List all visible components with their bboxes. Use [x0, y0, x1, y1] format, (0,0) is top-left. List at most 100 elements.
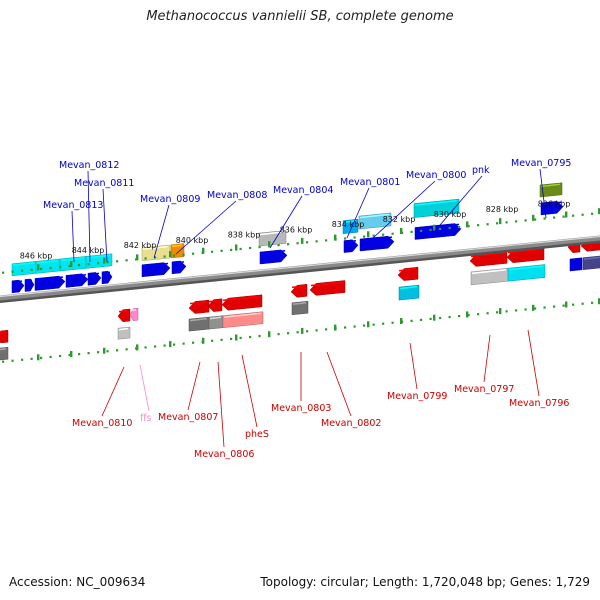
accession-text: Accession: NC_009634	[9, 575, 146, 589]
gene-feature	[101, 270, 113, 285]
gene-feature	[87, 272, 102, 286]
ruler-dot	[572, 214, 575, 217]
ruler-dot	[125, 259, 128, 262]
ruler-dot	[296, 331, 299, 334]
ruler-major-tick	[532, 214, 535, 221]
feature-shine	[118, 327, 129, 331]
forward-leader-line	[71, 210, 75, 263]
forward-gene-label: Mevan_0813	[43, 200, 103, 211]
kbp-label: 826 kbp	[538, 200, 571, 209]
ruler-dot	[21, 358, 24, 361]
ruler-major-tick	[169, 341, 172, 348]
topology-text: Topology: circular; Length: 1,720,048 bp…	[260, 575, 590, 589]
ruler-dot	[344, 326, 347, 329]
forward-leader-line	[87, 170, 91, 263]
feature-shine	[470, 252, 506, 258]
ruler-dot	[439, 316, 442, 320]
reverse-leader-line	[326, 351, 352, 417]
ruler-major-tick	[565, 211, 568, 218]
forward-gene-label: Mevan_0808	[207, 190, 267, 201]
gene-feature	[290, 284, 308, 298]
ruler-dot	[249, 335, 252, 339]
ruler-dot	[182, 253, 185, 256]
ruler-dot	[515, 309, 518, 312]
gene-feature	[539, 182, 563, 198]
ruler-ticks	[2, 208, 600, 363]
gene-labels: Mevan_0812Mevan_0811Mevan_0813Mevan_0809…	[43, 158, 571, 460]
ruler-major-tick	[433, 224, 436, 231]
feature-shine	[189, 300, 208, 305]
forward-gene-label: Mevan_0795	[511, 158, 571, 169]
gene-feature	[34, 275, 66, 291]
ruler-dot	[249, 246, 252, 250]
ruler-dot	[372, 323, 375, 326]
ruler-dot	[182, 342, 185, 345]
ruler-major-tick	[37, 354, 40, 361]
gene-feature	[397, 266, 419, 281]
reverse-gene-label: Mevan_0810	[72, 418, 132, 429]
forward-leader-line	[346, 187, 370, 239]
gene-feature	[35, 258, 61, 274]
gene-feature	[208, 315, 224, 330]
feature-shine	[102, 271, 111, 275]
feature-shine	[60, 257, 85, 262]
ruler-dot	[87, 263, 90, 266]
gene-feature	[258, 230, 287, 247]
ruler-dot	[562, 215, 565, 218]
ruler-dot	[220, 338, 223, 341]
ruler-dot	[382, 233, 385, 236]
feature-shine	[86, 254, 111, 259]
reverse-leader-line	[483, 334, 491, 383]
ruler-dot	[372, 234, 375, 237]
ruler-dot	[68, 264, 71, 268]
kbp-label: 828 kbp	[486, 205, 519, 214]
feature-shine	[414, 199, 458, 206]
gene-feature	[221, 294, 263, 311]
feature-body	[343, 239, 359, 253]
ruler-major-tick	[169, 251, 172, 258]
ruler-major-tick	[70, 351, 73, 357]
ruler-dot	[429, 317, 432, 321]
kbp-label: 830 kbp	[434, 210, 467, 219]
backbone-line	[0, 235, 600, 301]
ruler-dot	[486, 312, 489, 315]
ruler-dot	[363, 235, 366, 238]
feature-body	[65, 273, 89, 288]
feature-shine	[360, 236, 393, 242]
ruler-dot	[496, 222, 499, 225]
ruler-dot	[505, 221, 508, 224]
kbp-label: 834 kbp	[332, 220, 365, 229]
ruler-major-tick	[103, 257, 106, 264]
forward-leader-line	[153, 204, 170, 259]
feature-shine	[36, 259, 59, 264]
feature-body	[101, 270, 113, 285]
feature-body	[569, 257, 583, 272]
feature-shine	[25, 279, 33, 282]
ruler-dot	[106, 350, 109, 353]
forward-gene-label: Mevan_0804	[273, 185, 333, 196]
ruler-dot	[97, 351, 100, 354]
feature-body	[171, 260, 187, 275]
ruler-dot	[78, 264, 81, 267]
forward-leader-line	[433, 175, 483, 233]
feature-shine	[344, 239, 357, 243]
ruler-dot	[59, 354, 62, 358]
ruler-dot	[287, 332, 290, 335]
feature-shine	[260, 250, 286, 255]
ruler-major-tick	[334, 234, 337, 241]
ruler-dot	[496, 311, 499, 314]
feature-shine	[130, 308, 137, 312]
ruler-dot	[420, 318, 423, 321]
ruler-major-tick	[466, 311, 469, 318]
feature-shine	[359, 213, 390, 219]
gene-feature	[343, 239, 359, 253]
ruler-dot	[591, 212, 594, 215]
gene-feature	[11, 279, 25, 294]
ruler-dot	[410, 319, 413, 322]
feature-shine	[310, 281, 344, 287]
ruler-dot	[581, 302, 584, 305]
kbp-label: 838 kbp	[228, 231, 261, 240]
ruler-dot	[125, 348, 128, 351]
kbp-label: 832 kbp	[383, 215, 416, 224]
